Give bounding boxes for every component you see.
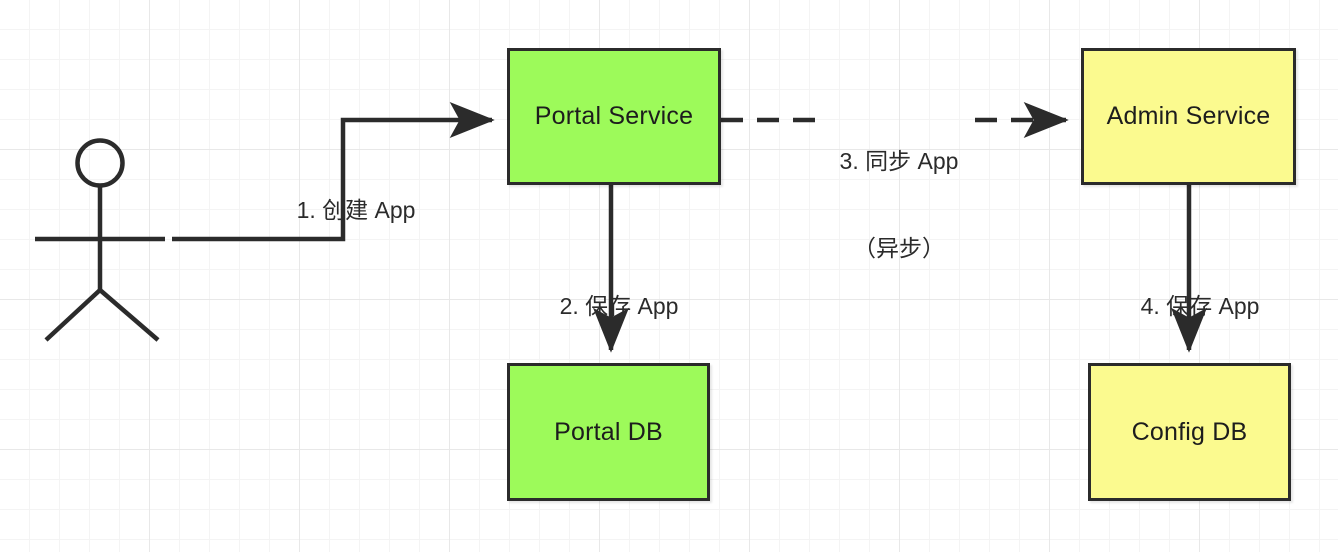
edge-label-sync-app-line2: （异步） — [853, 235, 945, 261]
edge-label-save-app-config: 4. 保存 App — [1115, 263, 1260, 350]
edge-label-sync-app-line1: 3. 同步 App — [839, 148, 959, 174]
node-config-db[interactable]: Config DB — [1088, 363, 1291, 501]
edge-label-sync-app: 3. 同步 App （异步） — [822, 89, 976, 321]
node-portal-db[interactable]: Portal DB — [507, 363, 710, 501]
node-admin-service[interactable]: Admin Service — [1081, 48, 1296, 185]
actor-head-icon — [75, 138, 125, 188]
edge-label-create-app-text: 1. 创建 App — [296, 197, 416, 223]
user-actor-figure[interactable] — [35, 138, 165, 342]
actor-left-leg-line — [44, 288, 102, 342]
edge-label-create-app: 1. 创建 App — [271, 167, 416, 254]
node-portal-service[interactable]: Portal Service — [507, 48, 721, 185]
node-admin-service-label: Admin Service — [1106, 102, 1271, 130]
edge-label-save-app-config-text: 4. 保存 App — [1140, 293, 1260, 319]
edge-label-save-app-portal-text: 2. 保存 App — [559, 293, 679, 319]
actor-right-leg-line — [98, 288, 160, 342]
connector-create-app[interactable] — [172, 102, 495, 242]
node-config-db-label: Config DB — [1131, 417, 1248, 446]
node-portal-db-label: Portal DB — [554, 417, 663, 446]
node-portal-service-label: Portal Service — [534, 102, 694, 130]
edge-label-save-app-portal: 2. 保存 App — [534, 263, 679, 350]
